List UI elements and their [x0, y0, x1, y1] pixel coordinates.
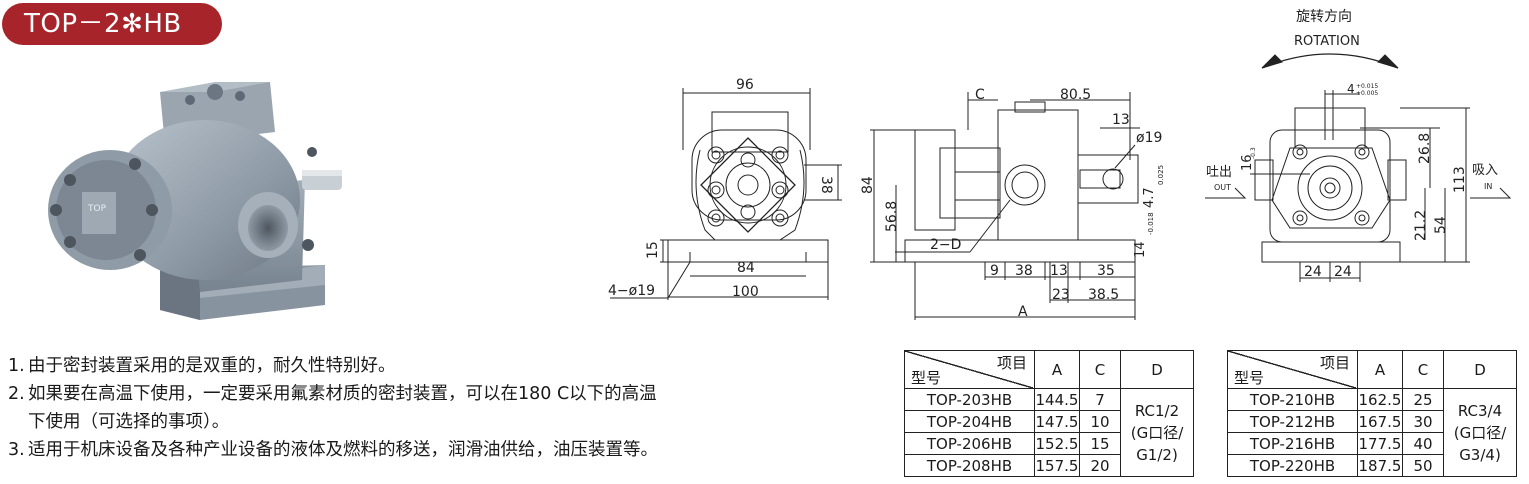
dim-4-holes: 4−ø19	[608, 283, 655, 299]
out-en: OUT	[1214, 183, 1231, 192]
spec-table-1: 项目 型号 A C D TOP-203HB 144.5 7 RC1/2 (G口径…	[904, 350, 1194, 477]
dim-key-4: 4	[1347, 82, 1355, 96]
front-view: 96 38 15 84 100	[608, 77, 842, 300]
dim-2-d: 2−D	[930, 237, 961, 253]
dim-key-tol1: +0.015	[1356, 83, 1378, 90]
spec-table-2: 项目 型号 A C D TOP-210HB 162.5 25 RC3/4 (G口…	[1227, 350, 1517, 477]
feature-2: 2.如果要在高温下使用，一定要采用氟素材质的密封装置，可以在180 C以下的高温	[8, 384, 657, 404]
dim-15: 15	[645, 241, 661, 259]
dim-24-left: 24	[1304, 264, 1322, 280]
header-d: D	[1120, 350, 1194, 389]
rotation-cn: 旋转方向	[1296, 9, 1352, 25]
header-diag: 项目 型号	[1227, 350, 1358, 389]
dim-dia19: ø19	[1136, 130, 1162, 146]
dim-14: 14	[1133, 241, 1148, 258]
header-a: A	[1034, 350, 1080, 389]
pump-product-photo: TOP	[48, 82, 342, 320]
header-d: D	[1443, 350, 1517, 389]
table-row: TOP-206HB 152.5 15	[904, 432, 1194, 455]
feature-2-cont: 下使用（可选择的事项）。	[28, 412, 230, 432]
dim-38: 38	[818, 176, 834, 194]
dim-a: A	[1018, 304, 1028, 320]
dim-14-tol: -0.018	[1147, 212, 1155, 235]
feature-list: 1.由于密封装置采用的是双重的，耐久性特别好。 2.如果要在高温下使用，一定要采…	[8, 352, 798, 464]
d-cell: RC1/2 (G口径/ G1/2)	[1120, 388, 1194, 477]
table-row: TOP-216HB 177.5 40	[1227, 432, 1517, 455]
dim-21-2: 21.2	[1413, 210, 1429, 241]
dim-23: 23	[1052, 287, 1070, 303]
table-row: TOP-210HB 162.5 25 RC3/4 (G口径/ G3/4)	[1227, 388, 1517, 477]
dim-56-8: 56.8	[884, 201, 900, 232]
dim-13-top: 13	[1112, 112, 1130, 128]
nameplate-label: TOP	[87, 204, 107, 214]
table-row: TOP-204HB 147.5 10	[904, 410, 1194, 433]
header-diag: 项目 型号	[904, 350, 1035, 389]
dim-key-tol2: +0.005	[1356, 90, 1378, 97]
dim-100: 100	[732, 284, 759, 300]
feature-1: 1.由于密封装置采用的是双重的，耐久性特别好。	[8, 356, 396, 376]
product-title: TOP－2✻HB	[24, 9, 182, 39]
dim-13-bottom: 13	[1050, 263, 1068, 279]
dim-84-base: 84	[737, 260, 755, 276]
dim-54: 54	[1433, 216, 1449, 234]
dim-16-tol: -0.3	[1250, 147, 1257, 159]
dim-4-7-tol: 0.025	[1157, 165, 1165, 185]
dim-9: 9	[990, 263, 999, 279]
d-cell: RC3/4 (G口径/ G3/4)	[1443, 388, 1517, 477]
rotation-en: ROTATION	[1294, 34, 1360, 49]
table-row: TOP-208HB 157.5 20	[904, 454, 1194, 477]
header-a: A	[1357, 350, 1403, 389]
dim-26-8: 26.8	[1417, 133, 1433, 164]
rear-view: 旋转方向 ROTATION 4 +0.015 +0.005 26.8 1	[1205, 9, 1512, 282]
dim-113: 113	[1452, 166, 1468, 193]
dim-16: 16	[1240, 154, 1255, 171]
dim-24-right: 24	[1334, 264, 1352, 280]
header-c: C	[1079, 350, 1121, 389]
in-cn: 吸入	[1472, 163, 1498, 178]
in-en: IN	[1484, 182, 1492, 191]
dim-c: C	[975, 87, 985, 103]
dim-38-side: 38	[1015, 263, 1033, 279]
dim-96: 96	[736, 77, 754, 93]
table-row: TOP-220HB 187.5 50	[1227, 454, 1517, 477]
dim-84-side: 84	[860, 176, 876, 194]
dim-38-5: 38.5	[1088, 287, 1119, 303]
dim-80-5: 80.5	[1060, 87, 1091, 103]
product-title-badge: TOP－2✻HB	[2, 3, 222, 45]
dim-35: 35	[1097, 263, 1115, 279]
out-cn: 吐出	[1206, 165, 1232, 180]
side-view: C 80.5 13 ø19 84 56.8 2−D	[860, 87, 1165, 320]
table-row: TOP-203HB 144.5 7 RC1/2 (G口径/ G1/2)	[904, 388, 1194, 477]
dim-4-7: 4.7	[1142, 187, 1157, 208]
feature-3: 3.适用于机床设备及各种产业设备的液体及燃料的移送，润滑油供给，油压装置等。	[8, 440, 658, 460]
header-c: C	[1402, 350, 1444, 389]
